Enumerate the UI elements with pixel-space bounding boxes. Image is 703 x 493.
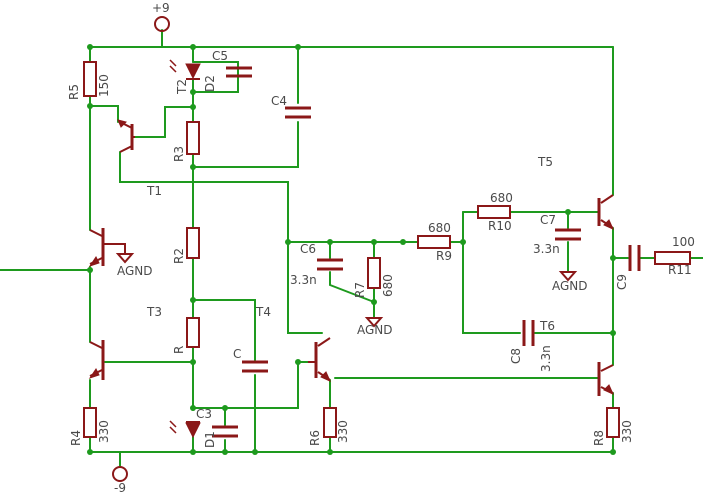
capacitor-c5 (226, 66, 252, 78)
label-c7: C7 (540, 213, 556, 227)
transistor-t1 (117, 119, 135, 153)
transistor-t5 (597, 194, 614, 230)
capacitor-c9 (628, 245, 641, 271)
label-t1: T1 (146, 184, 162, 198)
label-positive-supply: +9 (152, 1, 170, 15)
label-agnd-3: AGND (552, 279, 588, 293)
label-r2: R2 (172, 248, 186, 264)
label-t5: T5 (537, 155, 553, 169)
negative-supply-symbol (112, 466, 128, 482)
led-d2 (169, 59, 201, 80)
label-agnd-2: AGND (357, 323, 393, 337)
label-r9-value: 680 (428, 221, 451, 235)
label-r3: R3 (172, 146, 186, 162)
label-c3: C3 (196, 407, 212, 421)
label-r7-value: 680 (381, 274, 395, 297)
led-d1 (169, 420, 201, 439)
junction-dots (87, 44, 616, 455)
label-c: C (233, 347, 241, 361)
capacitor-c8 (522, 320, 535, 346)
label-r5: R5 (67, 84, 81, 100)
label-c5: C5 (212, 49, 228, 63)
resistor-r7 (367, 257, 381, 289)
positive-supply-symbol (154, 16, 170, 32)
resistor-r9 (417, 235, 451, 249)
label-r7: R7 (353, 282, 367, 298)
label-c9: C9 (615, 274, 629, 290)
label-t6: T6 (539, 319, 555, 333)
label-t3: T3 (146, 305, 162, 319)
label-c7-value: 3.3n (533, 242, 560, 256)
label-c8-value: 3.3n (539, 345, 553, 372)
label-negative-supply: -9 (114, 481, 126, 493)
resistor-r4 (83, 407, 97, 438)
label-r11-value: 100 (672, 235, 695, 249)
agnd-symbol-1 (115, 253, 135, 264)
label-c8: C8 (509, 348, 523, 364)
capacitor-c7 (555, 228, 581, 241)
label-c6: C6 (300, 242, 316, 256)
label-r5-value: 150 (97, 74, 111, 97)
transistor-t6 (597, 362, 614, 396)
capacitor-c4 (285, 106, 311, 119)
transistor-t3-lower (88, 340, 105, 380)
label-r8-value: 330 (620, 420, 634, 443)
label-d2: D2 (203, 75, 217, 92)
label-r4: R4 (69, 430, 83, 446)
label-r6-value: 330 (336, 420, 350, 443)
label-d1: D1 (203, 431, 217, 448)
resistor-r11 (654, 251, 691, 265)
transistor-t4 (308, 337, 331, 382)
capacitor-c6 (317, 258, 343, 271)
label-c6-value: 3.3n (290, 273, 317, 287)
label-r4-value: 330 (97, 420, 111, 443)
resistor-r5 (83, 61, 97, 97)
capacitor-c3 (212, 425, 238, 438)
label-r11: R11 (668, 263, 692, 277)
capacitor-c (242, 360, 268, 373)
resistor-r3 (186, 121, 200, 155)
resistor-r (186, 317, 200, 348)
label-r10-value: 680 (490, 191, 513, 205)
label-r8: R8 (592, 430, 606, 446)
transistor-t3-upper (88, 228, 126, 267)
label-agnd-1: AGND (117, 264, 153, 278)
resistor-r2 (186, 227, 200, 259)
resistor-r10 (477, 205, 511, 219)
resistor-r6 (323, 407, 337, 438)
agnd-symbol-2 (364, 317, 384, 328)
label-r: R (172, 346, 186, 354)
label-c4: C4 (271, 94, 287, 108)
label-r10: R10 (488, 219, 512, 233)
label-r9: R9 (436, 249, 452, 263)
label-t2: T2 (175, 79, 189, 95)
label-r6: R6 (308, 430, 322, 446)
resistor-r8 (606, 407, 620, 438)
label-t4: T4 (255, 305, 271, 319)
agnd-symbol-3 (558, 271, 578, 282)
